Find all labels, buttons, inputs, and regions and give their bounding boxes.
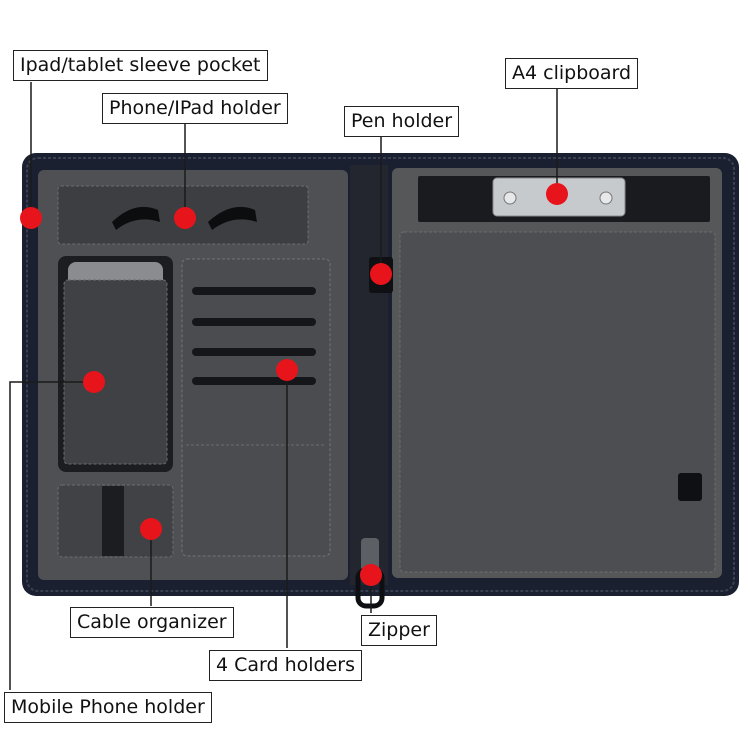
label-cable-organizer: Cable organizer — [70, 607, 234, 638]
marker-card-holders — [276, 359, 298, 381]
zipper-slider — [361, 538, 379, 572]
slot-right — [208, 206, 257, 230]
strap-tab — [678, 473, 702, 501]
label-zipper: Zipper — [361, 615, 437, 646]
marker-pen-holder — [370, 263, 392, 285]
marker-zipper — [360, 564, 382, 586]
label-pen-holder: Pen holder — [344, 106, 460, 137]
label-card-holders: 4 Card holders — [209, 650, 363, 681]
card-slot-4 — [192, 377, 316, 385]
clip-rivet-left — [503, 191, 517, 205]
leader-mobile-phone-holder — [9, 381, 94, 690]
slot-left — [112, 206, 160, 230]
card-slot-1 — [192, 287, 316, 295]
marker-a4-clipboard — [546, 183, 568, 205]
card-slot-2 — [192, 318, 316, 326]
cable-elastic — [102, 486, 124, 556]
label-mobile-phone-holder: Mobile Phone holder — [4, 692, 212, 723]
label-a4-clipboard: A4 clipboard — [505, 58, 639, 89]
markers — [20, 183, 568, 586]
label-tablet-sleeve: Ipad/tablet sleeve pocket — [13, 50, 268, 81]
leader-lines — [9, 82, 558, 690]
marker-cable-organizer — [140, 518, 162, 540]
marker-mobile-phone-holder — [83, 371, 105, 393]
document-pocket — [399, 231, 716, 573]
spine — [350, 165, 388, 585]
marker-tablet-sleeve — [20, 207, 42, 229]
clip-rivet-right — [599, 191, 613, 205]
card-panel — [181, 258, 331, 557]
label-phone-ipad-holder: Phone/IPad holder — [102, 93, 288, 124]
card-slot-3 — [192, 348, 316, 356]
phone-pocket — [63, 279, 168, 465]
marker-phone-ipad-holder — [174, 207, 196, 229]
